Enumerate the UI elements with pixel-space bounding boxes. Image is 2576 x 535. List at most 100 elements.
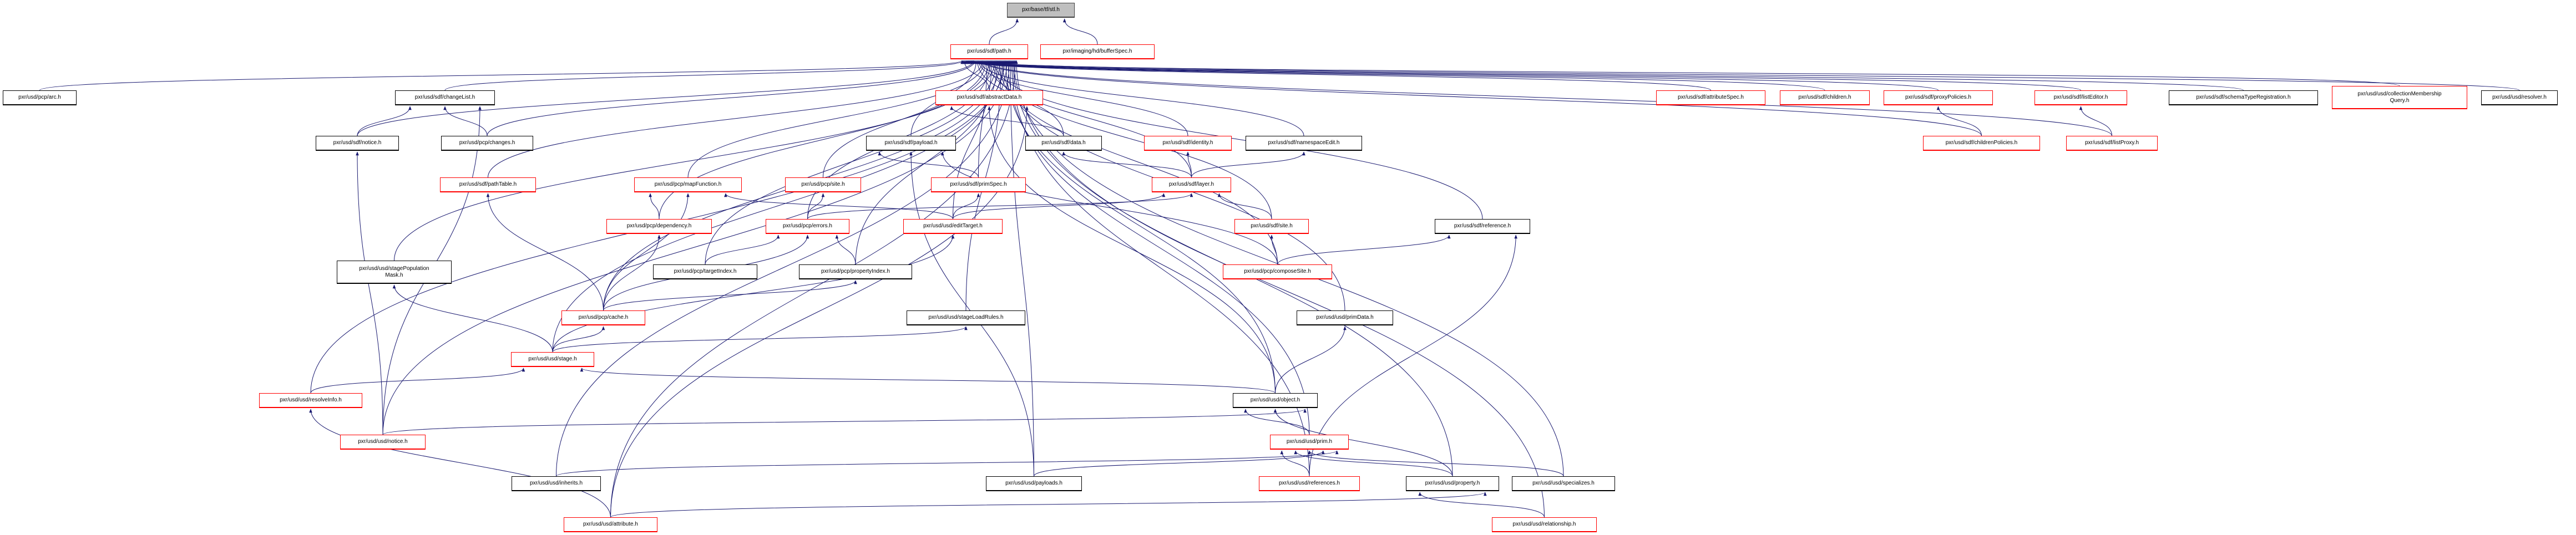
node-compose-site[interactable]: pxr/usd/pcp/composeSite.h xyxy=(1223,264,1332,279)
node-cache[interactable]: pxr/usd/pcp/cache.h xyxy=(561,310,645,325)
node-resolve-info[interactable]: pxr/usd/usd/resolveInfo.h xyxy=(259,393,362,408)
node-children[interactable]: pxr/usd/sdf/children.h xyxy=(1780,90,1870,105)
node-map-function[interactable]: pxr/usd/pcp/mapFunction.h xyxy=(634,177,742,192)
edge-listProxy-to-path xyxy=(980,60,2112,136)
node-payload[interactable]: pxr/usd/sdf/payload.h xyxy=(866,136,956,151)
edge-errors-to-layer xyxy=(807,193,1193,220)
edge-cache-to-pathTable xyxy=(486,193,604,311)
node-resolver[interactable]: pxr/usd/usd/resolver.h xyxy=(2481,90,2558,105)
edge-childrenPolicies-to-proxyPolicies xyxy=(1936,106,1982,136)
node-layer[interactable]: pxr/usd/sdf/layer.h xyxy=(1152,177,1231,192)
node-buffer-spec[interactable]: pxr/imaging/hd/bufferSpec.h xyxy=(1040,44,1155,59)
edge-schemaTypeRegistration-to-path xyxy=(969,60,2244,91)
edge-childrenPolicies-to-path xyxy=(979,60,1982,136)
edge-layer-to-path xyxy=(986,60,1192,178)
edge-specializes-to-prim xyxy=(1308,450,1564,477)
edge-composeSite-to-reference xyxy=(1277,235,1451,265)
node-target-index[interactable]: pxr/usd/pcp/targetIndex.h xyxy=(653,264,757,279)
node-prim-data[interactable]: pxr/usd/usd/primData.h xyxy=(1297,310,1393,325)
edge-references-to-reference xyxy=(1309,235,1517,477)
edge-proxyPolicies-to-path xyxy=(966,60,1939,91)
node-usd-notice[interactable]: pxr/usd/usd/notice.h xyxy=(340,435,426,450)
node-stage-load-rules[interactable]: pxr/usd/usd/stageLoadRules.h xyxy=(907,310,1025,325)
node-payloads[interactable]: pxr/usd/usd/payloads.h xyxy=(986,476,1082,491)
edge-editTarget-to-mapFunction xyxy=(724,193,953,220)
edge-object-to-primData xyxy=(1275,326,1347,394)
node-sdf-notice[interactable]: pxr/usd/sdf/notice.h xyxy=(316,136,399,151)
node-identity[interactable]: pxr/usd/sdf/identity.h xyxy=(1144,136,1232,151)
edge-editTarget-to-path xyxy=(953,60,994,220)
node-stage-population-mask[interactable]: pxr/usd/usd/stagePopulation Mask.h xyxy=(337,261,452,284)
node-sdf-site[interactable]: pxr/usd/sdf/site.h xyxy=(1234,219,1309,234)
edge-relationship-to-property xyxy=(1418,492,1545,518)
edge-pathTable-to-path xyxy=(488,60,985,178)
edge-sdfNotice-to-path xyxy=(357,60,975,136)
edge-listProxy-to-listEditor xyxy=(2079,106,2112,136)
edge-abstractData-to-path xyxy=(963,60,990,91)
node-path-table[interactable]: pxr/usd/sdf/pathTable.h xyxy=(440,177,536,192)
edge-usdNotice-to-path xyxy=(382,60,1009,435)
edge-inherits-to-path xyxy=(556,60,1011,477)
edge-arc-to-path xyxy=(39,60,964,91)
edge-composeSite-to-payload xyxy=(940,151,1278,265)
node-list-editor[interactable]: pxr/usd/sdf/listEditor.h xyxy=(2035,90,2127,105)
node-property-index[interactable]: pxr/usd/pcp/propertyIndex.h xyxy=(799,264,912,279)
node-change-list[interactable]: pxr/usd/sdf/changeList.h xyxy=(395,90,495,105)
node-abstract-data[interactable]: pxr/usd/sdf/abstractData.h xyxy=(935,90,1043,105)
edge-namespaceEdit-to-path xyxy=(978,60,1304,136)
node-relationship[interactable]: pxr/usd/usd/relationship.h xyxy=(1492,517,1597,532)
node-arc[interactable]: pxr/usd/pcp/arc.h xyxy=(3,90,77,105)
node-edit-target[interactable]: pxr/usd/usd/editTarget.h xyxy=(903,219,1003,234)
node-object[interactable]: pxr/usd/usd/object.h xyxy=(1233,393,1318,408)
node-attribute-spec[interactable]: pxr/usd/sdf/attributeSpec.h xyxy=(1656,90,1765,105)
edge-attribute-to-resolveInfo xyxy=(309,409,611,518)
node-prim[interactable]: pxr/usd/usd/prim.h xyxy=(1270,435,1349,450)
edge-children-to-path xyxy=(965,60,1825,91)
node-pcp-site[interactable]: pxr/usd/pcp/site.h xyxy=(785,177,861,192)
edge-composeSite-to-sdfSite xyxy=(1270,235,1278,265)
node-property[interactable]: pxr/usd/usd/property.h xyxy=(1406,476,1499,491)
node-stl[interactable]: pxr/base/tf/stl.h xyxy=(1007,3,1075,18)
edge-editTarget-to-primSpec xyxy=(953,193,980,220)
edge-usdNotice-to-object xyxy=(382,409,1307,435)
edge-sdfSite-to-path xyxy=(991,60,1272,220)
node-inherits[interactable]: pxr/usd/usd/inherits.h xyxy=(512,476,601,491)
node-path[interactable]: pxr/usd/sdf/path.h xyxy=(950,44,1028,59)
node-attribute[interactable]: pxr/usd/usd/attribute.h xyxy=(564,517,657,532)
edge-sdfSite-to-layer xyxy=(1217,193,1272,220)
edge-attributeSpec-to-path xyxy=(964,60,1711,91)
edge-stage-to-stagePopulationMask xyxy=(392,284,553,353)
node-collection-membership-query[interactable]: pxr/usd/usd/collectionMembership Query.h xyxy=(2332,86,2467,109)
edge-attribute-to-property xyxy=(610,492,1487,518)
node-proxy-policies[interactable]: pxr/usd/sdf/proxyPolicies.h xyxy=(1884,90,1993,105)
node-data[interactable]: pxr/usd/sdf/data.h xyxy=(1025,136,1102,151)
node-dependency[interactable]: pxr/usd/pcp/dependency.h xyxy=(606,219,712,234)
edge-changes-to-changeList xyxy=(443,106,488,136)
edge-layer-to-namespaceEdit xyxy=(1191,151,1305,178)
edge-errors-to-pcpSite xyxy=(807,193,825,220)
edge-object-to-stage xyxy=(580,368,1276,394)
edge-editTarget-to-layer xyxy=(953,193,1166,220)
node-specializes[interactable]: pxr/usd/usd/specializes.h xyxy=(1512,476,1615,491)
edge-primSpec-to-payload xyxy=(878,151,979,178)
edge-payloads-to-prim xyxy=(1034,450,1325,477)
edge-targetIndex-to-errors xyxy=(705,235,780,265)
edge-collectionMembershipQuery-to-path xyxy=(970,60,2400,86)
node-changes[interactable]: pxr/usd/pcp/changes.h xyxy=(441,136,533,151)
edge-inherits-to-prim xyxy=(556,450,1339,477)
node-reference[interactable]: pxr/usd/sdf/reference.h xyxy=(1435,219,1530,234)
node-references[interactable]: pxr/usd/usd/references.h xyxy=(1259,476,1360,491)
edge-cache-to-mapFunction xyxy=(603,193,690,311)
edge-identity-to-path xyxy=(977,60,1188,136)
node-list-proxy[interactable]: pxr/usd/sdf/listProxy.h xyxy=(2066,136,2158,151)
edge-layer-to-data xyxy=(1062,151,1192,178)
node-errors[interactable]: pxr/usd/pcp/errors.h xyxy=(766,219,849,234)
node-namespace-edit[interactable]: pxr/usd/sdf/namespaceEdit.h xyxy=(1246,136,1362,151)
edge-prim-to-path xyxy=(1006,60,1310,435)
node-stage[interactable]: pxr/usd/usd/stage.h xyxy=(511,352,594,367)
node-prim-spec[interactable]: pxr/usd/sdf/primSpec.h xyxy=(931,177,1026,192)
node-schema-type-registration[interactable]: pxr/usd/sdf/schemaTypeRegistration.h xyxy=(2169,90,2318,105)
edge-changeList-to-path xyxy=(444,60,965,91)
node-children-policies[interactable]: pxr/usd/sdf/childrenPolicies.h xyxy=(1923,136,2040,151)
